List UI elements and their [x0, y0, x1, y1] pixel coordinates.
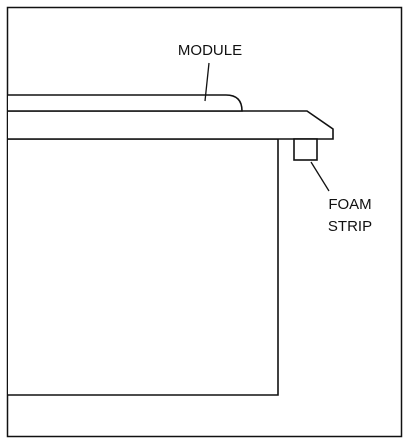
module-label: MODULE — [178, 42, 242, 59]
foam-strip-label-line1: FOAM — [328, 196, 371, 213]
module-leader-line — [204, 62, 210, 102]
diagram-frame — [6, 6, 403, 438]
countertop — [8, 110, 334, 140]
foam-strip-leader-line — [310, 161, 330, 192]
foam-strip-label-line2: STRIP — [328, 218, 372, 235]
foam-strip — [293, 138, 318, 161]
module-body — [8, 94, 243, 112]
cabinet — [8, 138, 279, 396]
